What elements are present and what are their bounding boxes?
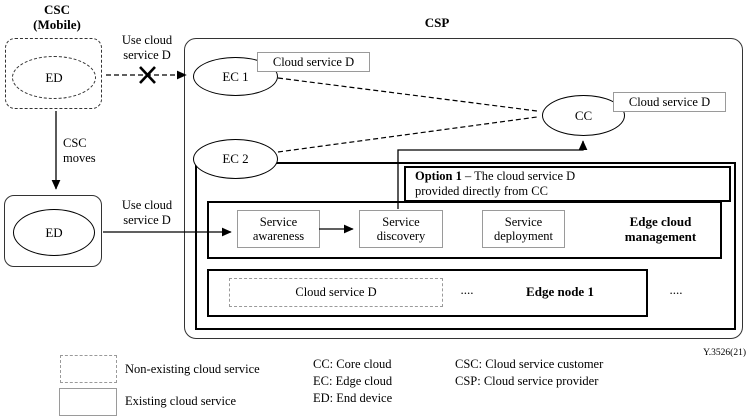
csp-container-box: [184, 38, 743, 339]
abbrev-ed: ED: End device: [313, 391, 393, 405]
csc-title-line1: CSC: [43, 2, 70, 17]
use-cloud-top-line2: service D: [123, 48, 171, 62]
cloud-service-d-tag-cc: Cloud service D: [613, 92, 726, 112]
legend-existing-swatch: [59, 388, 117, 416]
option1-line1: Option 1 – The cloud service D: [415, 169, 729, 184]
csp-title: CSP: [424, 15, 450, 30]
service-awareness-box: Service awareness: [237, 210, 320, 248]
cloud-service-d-planned-box: Cloud service D: [229, 278, 443, 307]
edge-cloud-management-label: Edge cloud management: [608, 214, 713, 244]
option1-line2: provided directly from CC: [415, 184, 548, 198]
legend-existing-label: Existing cloud service: [125, 394, 237, 408]
edge-node-dots-inside: ....: [460, 282, 474, 297]
ed-mobile-label: ED: [45, 69, 63, 85]
option1-rest: – The cloud service D: [461, 169, 576, 183]
csc-title-line2: (Mobile): [33, 17, 81, 32]
use-cloud-bottom-line1: Use cloud: [121, 198, 173, 212]
use-cloud-service-label-bottom: Use cloud service D: [112, 198, 182, 228]
csc-moves-line1: CSC: [63, 136, 87, 150]
figure-id: Y.3526(21): [703, 348, 746, 358]
edge-cloud-2-ellipse: EC 2: [193, 139, 278, 179]
ec2-label: EC 2: [222, 151, 249, 166]
abbrev-ec: EC: Edge cloud: [313, 374, 393, 388]
service-discovery-box: Service discovery: [359, 210, 443, 248]
cloud-service-d-tag-ec1: Cloud service D: [257, 52, 370, 72]
use-cloud-bottom-line2: service D: [123, 213, 171, 227]
csc-mobile-title: CSC (Mobile): [8, 2, 106, 32]
ed-fixed-label: ED: [45, 224, 63, 240]
service-discovery-line2: discovery: [376, 229, 426, 243]
service-awareness-line1: Service: [259, 215, 298, 229]
use-cloud-top-line1: Use cloud: [121, 33, 173, 47]
service-deployment-box: Service deployment: [482, 210, 565, 248]
end-device-fixed-ellipse: ED: [13, 209, 95, 256]
service-deployment-line2: deployment: [493, 229, 553, 243]
service-deployment-line1: Service: [504, 215, 543, 229]
ecm-label-line1: Edge cloud: [629, 214, 692, 229]
ec1-label: EC 1: [222, 68, 249, 84]
edge-cloud-1-ellipse: EC 1: [193, 57, 278, 96]
service-discovery-line1: Service: [382, 215, 420, 229]
edge-node-1-label: Edge node 1: [526, 284, 594, 299]
abbrev-csc: CSC: Cloud service customer: [455, 357, 604, 371]
use-cloud-service-label-top: Use cloud service D: [112, 33, 182, 63]
abbrev-csp: CSP: Cloud service provider: [455, 374, 599, 388]
csc-moves-line2: moves: [63, 151, 96, 165]
legend-non-existing-label: Non-existing cloud service: [125, 362, 260, 376]
blocked-cross-icon: [139, 66, 156, 84]
core-cloud-ellipse: CC: [542, 95, 625, 136]
end-device-mobile-ellipse: ED: [12, 56, 96, 99]
legend-non-existing-swatch: [60, 355, 117, 383]
legend-abbrev-column-2: CSC: Cloud service customer CSP: Cloud s…: [455, 356, 603, 390]
legend-abbrev-column-1: CC: Core cloud EC: Edge cloud ED: End de…: [313, 356, 392, 407]
csc-moves-label: CSC moves: [63, 136, 115, 166]
option1-note-box: Option 1 – The cloud service D provided …: [404, 166, 731, 202]
service-awareness-line2: awareness: [252, 229, 305, 243]
option1-title: Option 1: [415, 169, 462, 183]
cc-label: CC: [574, 107, 593, 123]
abbrev-cc: CC: Core cloud: [313, 357, 392, 371]
ecm-label-line2: management: [624, 229, 697, 244]
end-device-mobile-box: [5, 38, 102, 109]
edge-node-dots-outside: ....: [669, 282, 683, 297]
